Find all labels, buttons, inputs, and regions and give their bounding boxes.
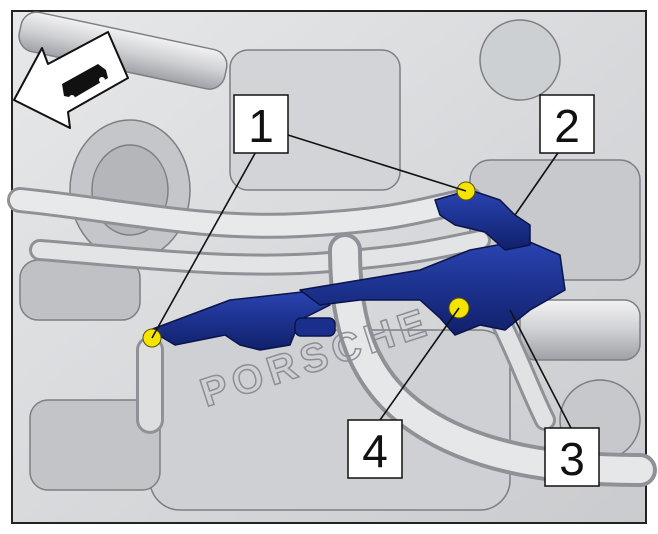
bracket-tab (294, 317, 336, 337)
car-direction-arrow-icon (13, 31, 129, 129)
callout-3: 3 (544, 427, 600, 487)
callout-label-2: 2 (554, 100, 580, 152)
callout-label-3: 3 (559, 433, 585, 485)
callout-label-4: 4 (362, 425, 388, 477)
engine-background (18, 11, 641, 511)
callout-1: 1 (233, 94, 289, 154)
callout-label-1: 1 (248, 100, 274, 152)
upper-bracket (434, 189, 531, 251)
leader-lines (151, 134, 573, 431)
coolant-pipes (7, 187, 657, 487)
bracket-assembly (149, 189, 566, 351)
callout-2: 2 (539, 94, 595, 154)
left-bracket (149, 289, 331, 351)
callout-4: 4 (347, 419, 403, 479)
right-bracket (299, 239, 566, 336)
